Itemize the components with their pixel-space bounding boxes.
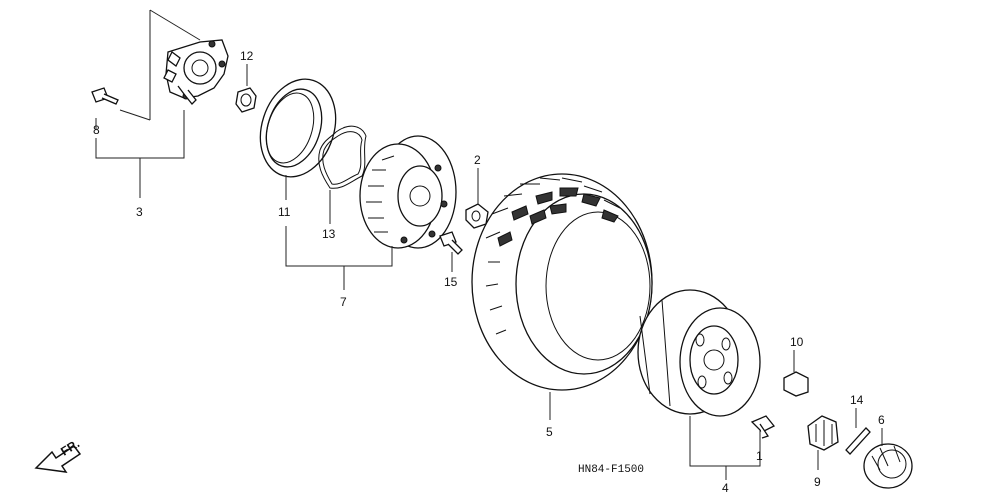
callout-12: 12 (240, 49, 254, 63)
callout-15: 15 (444, 275, 458, 289)
wheel-hub-bracket (163, 39, 229, 105)
callout-8: 8 (93, 123, 100, 137)
callout-7: 7 (340, 295, 347, 309)
callout-11: 11 (278, 205, 291, 219)
callout-3: 3 (136, 205, 143, 219)
flange-bolt-8 (91, 87, 119, 105)
valve-stem-1 (750, 415, 776, 439)
callout-14: 14 (850, 393, 864, 407)
callout-6: 6 (878, 413, 885, 427)
nut-12 (235, 87, 257, 113)
callout-1: 1 (756, 449, 763, 463)
callout-9: 9 (814, 475, 821, 489)
callout-10: 10 (790, 335, 804, 349)
figure-code: HN84-F1500 (578, 464, 644, 476)
callout-2: 2 (474, 153, 481, 167)
brake-drum-7 (359, 135, 457, 249)
o-ring-13 (318, 125, 367, 189)
lug-nut-10 (783, 371, 809, 397)
callout-4: 4 (722, 481, 729, 495)
seal-11 (259, 78, 337, 178)
front-direction-arrow-icon: FR. (34, 436, 82, 473)
lug-nut-2 (465, 203, 489, 229)
callout-5: 5 (546, 425, 553, 439)
tire-5 (471, 173, 653, 391)
cotter-pin-14 (845, 427, 871, 455)
hub-cap-6 (863, 443, 913, 489)
wheel-rim-4 (637, 289, 761, 417)
bolt-15 (439, 231, 463, 255)
callout-13: 13 (322, 227, 336, 241)
castle-nut-9 (807, 415, 839, 451)
